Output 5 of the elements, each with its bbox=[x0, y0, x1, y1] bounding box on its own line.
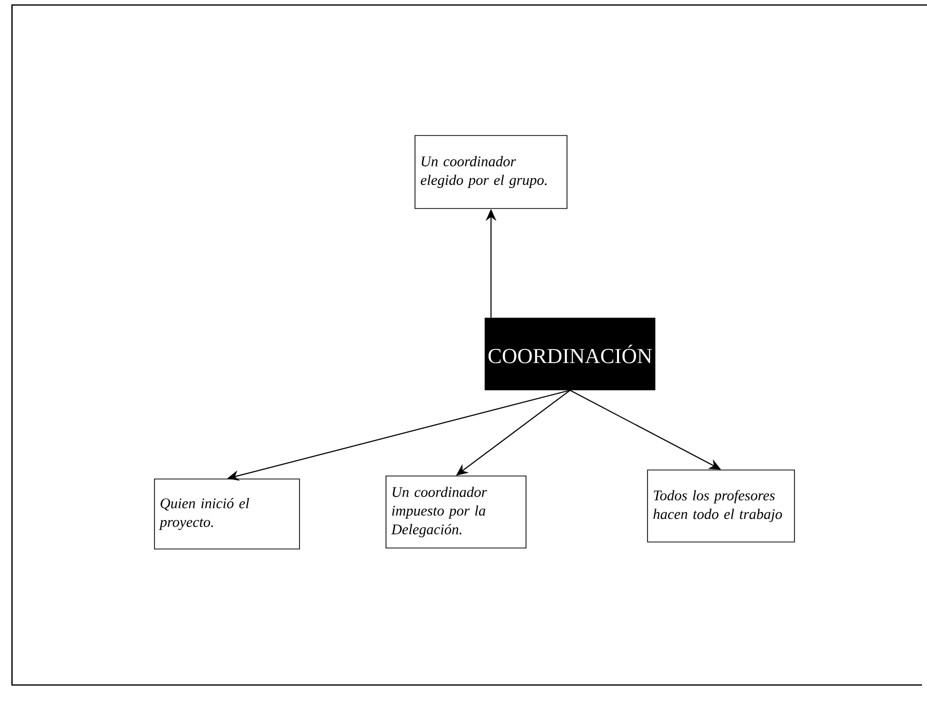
text-box: Quien inició el proyecto. bbox=[154, 478, 300, 550]
text-box: Todos los profesores hacen todo el trabajo bbox=[647, 470, 795, 542]
text-box: Un coordinador impuesto por la Delegación. bbox=[386, 476, 526, 548]
text-box: Un coordinador elegido por el grupo. bbox=[414, 135, 568, 209]
title-box: COORDINACIÓN bbox=[484, 318, 656, 390]
